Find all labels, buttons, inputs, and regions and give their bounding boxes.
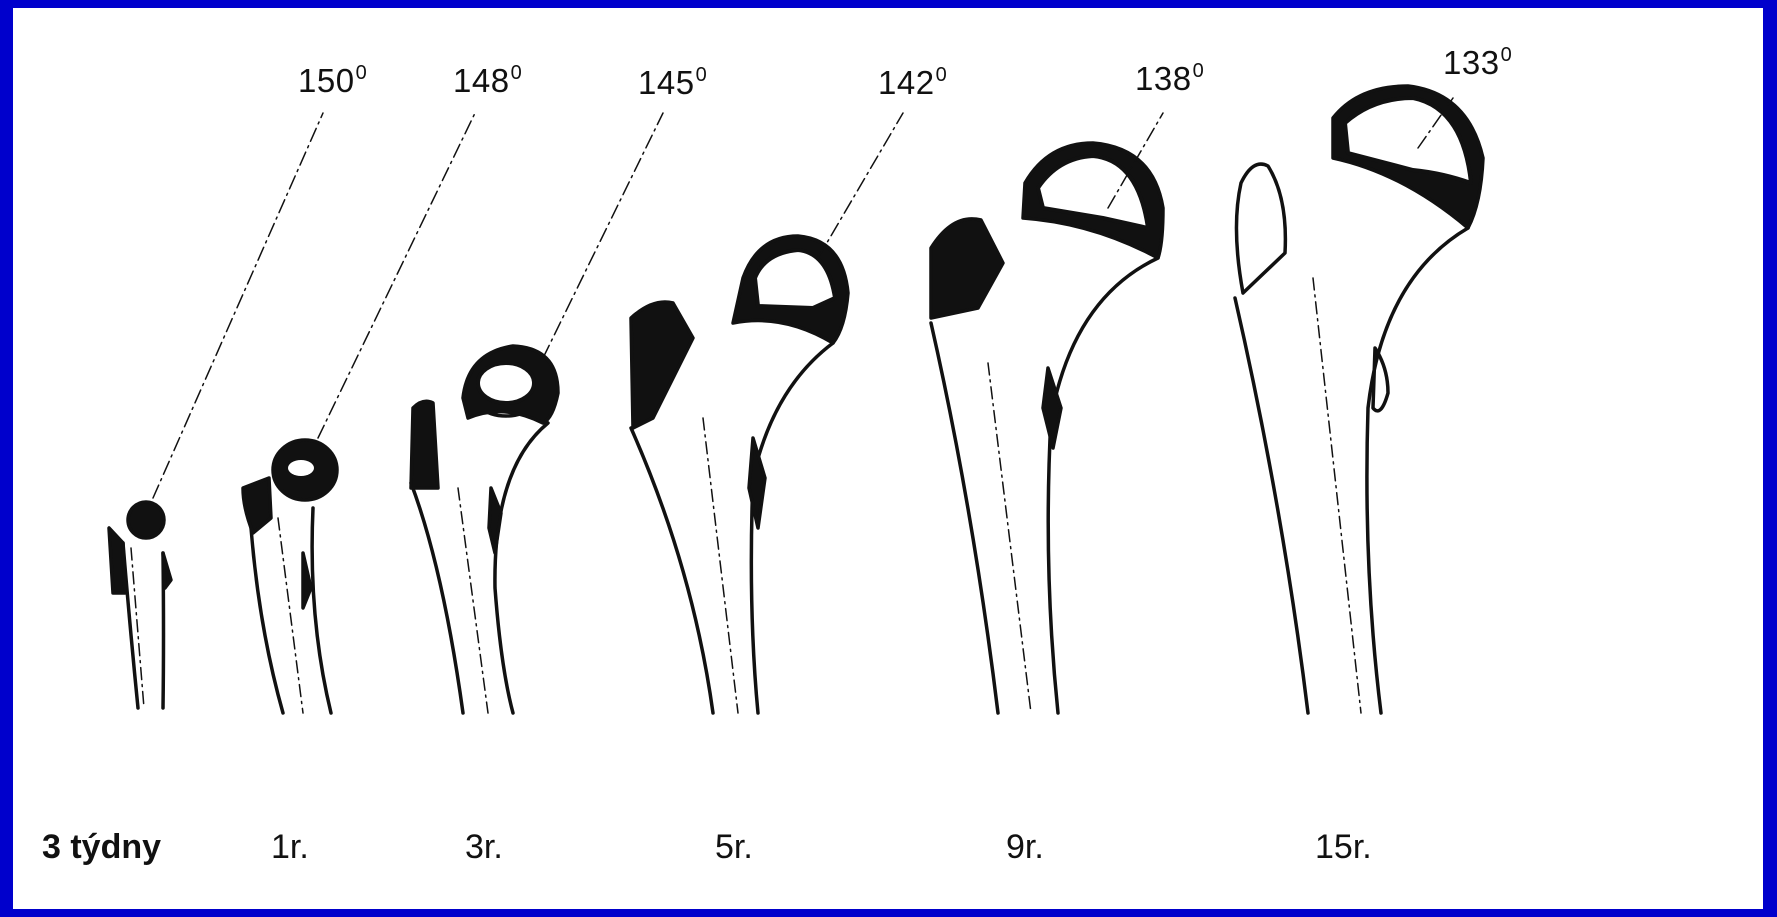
- angle-label-2: 1480: [453, 62, 522, 100]
- femur-stage-5: [931, 113, 1163, 713]
- angle-label-3: 1450: [638, 64, 707, 102]
- age-label-4: 5r.: [715, 828, 753, 867]
- angle-label-5: 1380: [1135, 60, 1204, 98]
- age-label-2: 1r.: [271, 828, 309, 867]
- angle-label-4: 1420: [878, 64, 947, 102]
- slide-panel: 1500 1480 1450 1420 1380 1330 3 týdny 1r…: [13, 8, 1763, 909]
- femur-stage-4: [631, 113, 903, 713]
- femur-stage-6: [1235, 86, 1483, 713]
- femur-stage-2: [243, 113, 475, 713]
- age-label-6: 15r.: [1315, 828, 1372, 867]
- femur-stage-3: [411, 113, 663, 713]
- age-label-1: 3 týdny: [42, 828, 161, 867]
- angle-label-1: 1500: [298, 62, 367, 100]
- angle-label-6: 1330: [1443, 44, 1512, 82]
- age-label-5: 9r.: [1006, 828, 1044, 867]
- age-label-3: 3r.: [465, 828, 503, 867]
- femur-development-drawing: [13, 8, 1763, 909]
